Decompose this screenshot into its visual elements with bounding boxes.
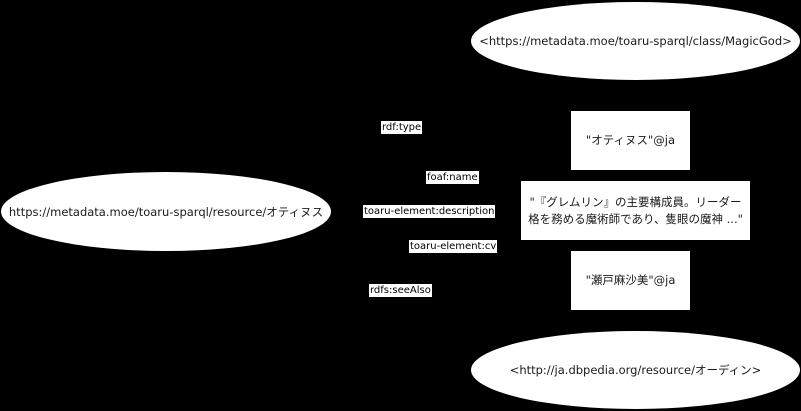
class-node[interactable]: <https://metadata.moe/toaru-sparql/class… [471, 2, 800, 80]
edge-label-see-also: rdfs:seeAlso [369, 284, 432, 297]
see-also-node-label: <http://ja.dbpedia.org/resource/オーディン> [509, 363, 762, 377]
cv-literal-node[interactable]: "瀬戸麻沙美"@ja [571, 251, 690, 310]
name-literal-node[interactable]: "オティヌス"@ja [571, 111, 690, 170]
subject-node-label: https://metadata.moe/toaru-sparql/resour… [8, 204, 324, 219]
edge-label-cv: toaru-element:cv [409, 240, 498, 253]
class-node-label: <https://metadata.moe/toaru-sparql/class… [479, 34, 792, 48]
edge-label-foaf-name: foaf:name [426, 171, 479, 184]
edge-label-rdf-type: rdf:type [381, 121, 423, 134]
description-literal-label: "『グレムリン』の主要構成員。リーダー 格を務める魔術師であり、隻眼の魔神 ..… [528, 194, 743, 226]
edge-label-description: toaru-element:description [363, 205, 496, 218]
description-literal-node[interactable]: "『グレムリン』の主要構成員。リーダー 格を務める魔術師であり、隻眼の魔神 ..… [521, 181, 750, 240]
see-also-node[interactable]: <http://ja.dbpedia.org/resource/オーディン> [471, 331, 800, 409]
name-literal-label: "オティヌス"@ja [585, 133, 676, 147]
subject-node[interactable]: https://metadata.moe/toaru-sparql/resour… [1, 172, 331, 251]
cv-literal-label: "瀬戸麻沙美"@ja [585, 273, 676, 287]
